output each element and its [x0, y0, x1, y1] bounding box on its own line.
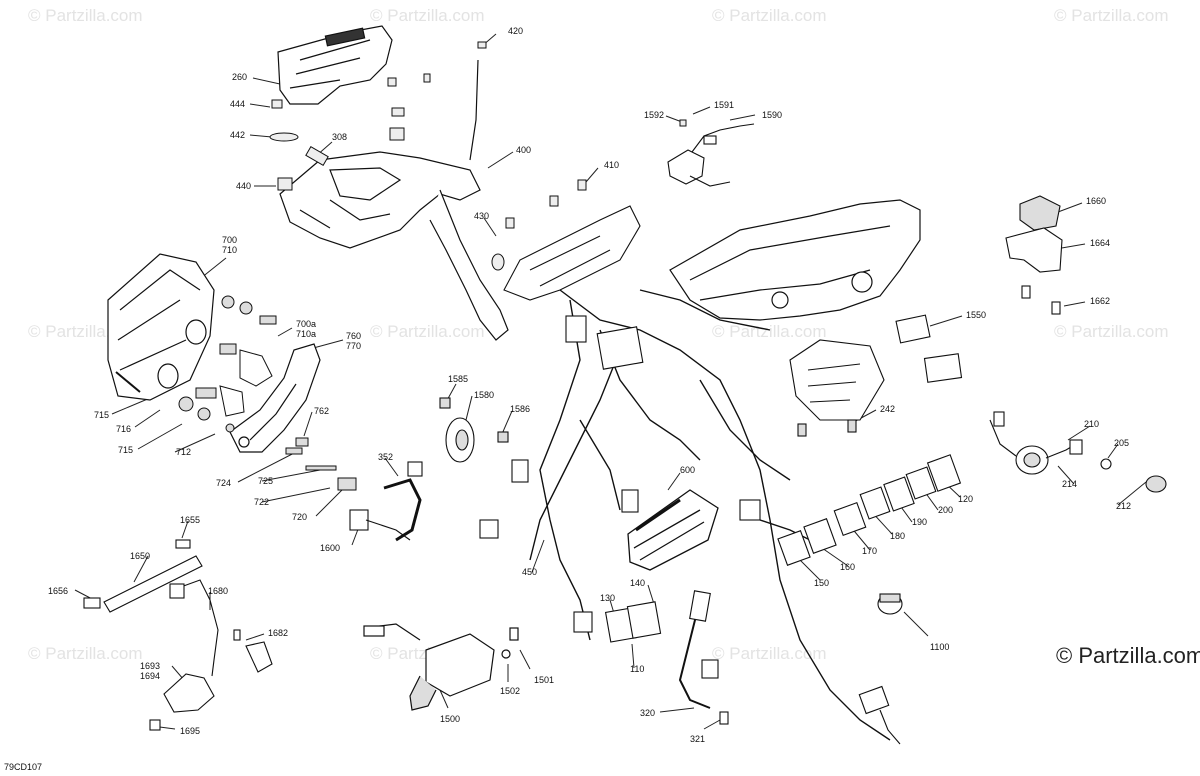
watermark: © Partzilla.com — [712, 6, 827, 25]
callout-label: 1590 — [762, 110, 783, 120]
callout-label: 1502 — [500, 686, 521, 696]
callout-label: 150 — [814, 578, 830, 588]
callout-label: 440 — [236, 181, 252, 191]
callout-label: 700 — [222, 235, 238, 245]
watermark: © Partzilla.com — [1054, 322, 1169, 341]
callout-label: 1664 — [1090, 238, 1111, 248]
callout-label: 212 — [1116, 501, 1132, 511]
callout-label: 1600 — [320, 543, 341, 553]
callout-label: 600 — [680, 465, 696, 475]
callout-label: 400 — [516, 145, 532, 155]
callout-label: 716 — [116, 424, 132, 434]
callout-label: 762 — [314, 406, 330, 416]
callout-label: 205 — [1114, 438, 1130, 448]
callout-label: 1656 — [48, 586, 69, 596]
callout-label: 770 — [346, 341, 362, 351]
watermark: © Partzilla.com — [370, 322, 485, 341]
callout-label: 1662 — [1090, 296, 1111, 306]
callout-label: 1694 — [140, 671, 161, 681]
callout-label: 1682 — [268, 628, 289, 638]
callout-label: 1591 — [714, 100, 735, 110]
callout-label: 760 — [346, 331, 362, 341]
callout-label: 715 — [94, 410, 110, 420]
callout-label: 260 — [232, 72, 248, 82]
callout-label: 170 — [862, 546, 878, 556]
diagram-code: 79CD107 — [4, 762, 43, 772]
callout-label: 1580 — [474, 390, 495, 400]
callout-label: 710a — [296, 329, 317, 339]
callout-label: 160 — [840, 562, 856, 572]
callout-label: 710 — [222, 245, 238, 255]
callout-label: 1550 — [966, 310, 987, 320]
callout-label: 1680 — [208, 586, 229, 596]
callout-label: 1695 — [180, 726, 201, 736]
callout-label: 722 — [254, 497, 270, 507]
callout-label: 242 — [880, 404, 896, 414]
watermark: © Partzilla.com — [370, 6, 485, 25]
callout-label: 1500 — [440, 714, 461, 724]
callout-label: 130 — [600, 593, 616, 603]
callout-label: 120 — [958, 494, 974, 504]
callout-label: 321 — [690, 734, 706, 744]
callout-label: 352 — [378, 452, 394, 462]
watermark: © Partzilla.com — [712, 644, 827, 663]
watermark: © Partzilla.com — [28, 6, 143, 25]
callout-label: 1585 — [448, 374, 469, 384]
callout-label: 724 — [216, 478, 232, 488]
callout-label: 1501 — [534, 675, 555, 685]
watermark: © Partzilla.com — [28, 644, 143, 663]
callout-label: 715 — [118, 445, 134, 455]
callout-label: 1100 — [930, 642, 950, 652]
callout-label: 110 — [630, 664, 645, 674]
callout-label: 190 — [912, 517, 928, 527]
callout-label: 1586 — [510, 404, 531, 414]
callout-label: 725 — [258, 476, 274, 486]
watermark-brand: © Partzilla.com — [1056, 643, 1200, 668]
callout-label: 712 — [176, 447, 192, 457]
callout-label: 420 — [508, 26, 524, 36]
callout-label: 430 — [474, 211, 490, 221]
callout-label: 1693 — [140, 661, 161, 671]
watermark: © Partzilla.com — [712, 322, 827, 341]
callout-label: 200 — [938, 505, 954, 515]
callout-label: 320 — [640, 708, 656, 718]
callout-label: 210 — [1084, 419, 1100, 429]
callout-label: 444 — [230, 99, 246, 109]
callout-label: 1660 — [1086, 196, 1107, 206]
callout-label: 140 — [630, 578, 646, 588]
watermark: © Partzilla.com — [1054, 6, 1169, 25]
callout-label: 308 — [332, 132, 348, 142]
callout-label: 450 — [522, 567, 538, 577]
callout-label: 180 — [890, 531, 906, 541]
callout-label: 720 — [292, 512, 308, 522]
callout-label: 1650 — [130, 551, 151, 561]
callout-label: 410 — [604, 160, 620, 170]
callout-label: 700a — [296, 319, 317, 329]
callout-label: 214 — [1062, 479, 1078, 489]
callout-label: 1655 — [180, 515, 201, 525]
callout-label: 1592 — [644, 110, 665, 120]
callout-label: 442 — [230, 130, 246, 140]
